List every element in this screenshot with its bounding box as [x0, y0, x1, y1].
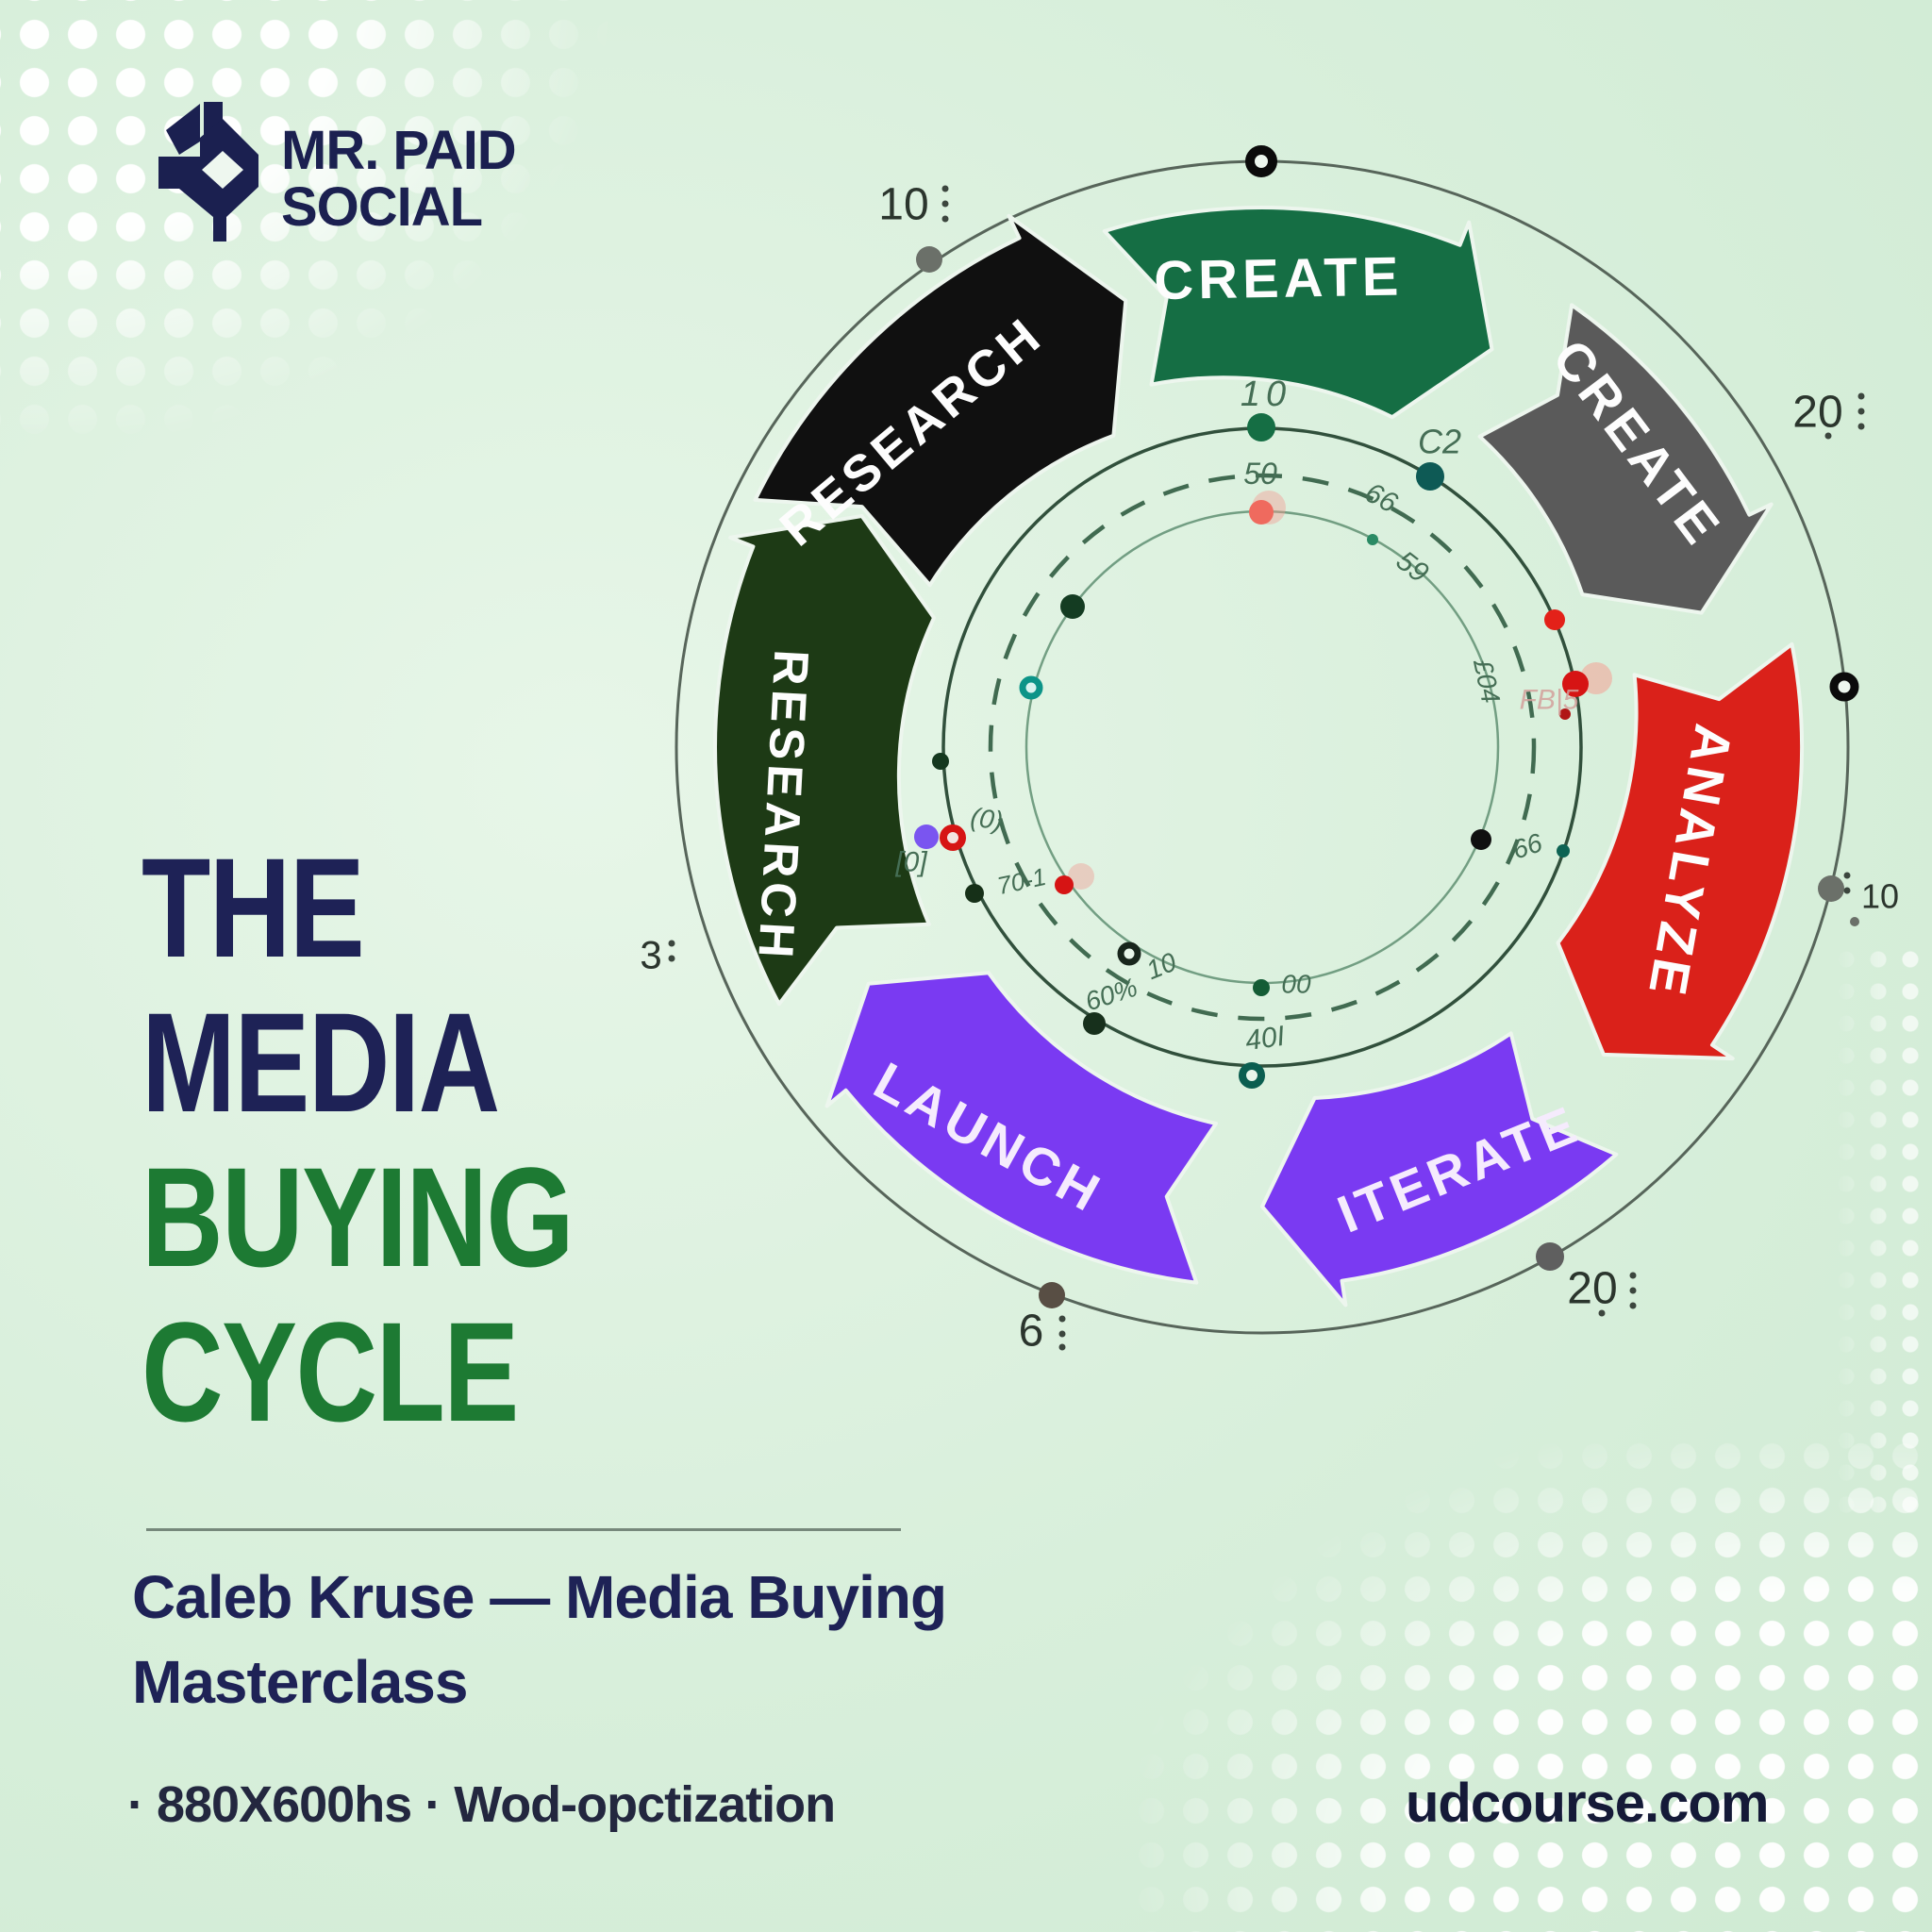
- tick-mark: [668, 955, 675, 962]
- innermost-ring: [1024, 509, 1500, 985]
- tick-mark: [1857, 408, 1865, 415]
- dot: [1471, 829, 1491, 850]
- brand-name-line1: MR. PAID: [281, 120, 517, 181]
- course-byline: Caleb Kruse — Media Buying Masterclass: [132, 1555, 1123, 1724]
- scribble-label: £04: [1468, 656, 1506, 706]
- scribble-label: 00: [1281, 970, 1311, 999]
- scribble-label: FB|5: [1520, 685, 1579, 716]
- tick-mark: [1058, 1343, 1066, 1351]
- dot: [1850, 917, 1859, 926]
- ring-number: 3: [640, 933, 661, 977]
- dot: [1416, 462, 1444, 491]
- arrow-create: [1102, 206, 1494, 420]
- dot: [1245, 145, 1277, 177]
- title-line-media: MEDIA: [142, 983, 500, 1141]
- arrow-research: [713, 514, 936, 1007]
- divider-line: [146, 1528, 901, 1531]
- mr-paid-social-logo-icon: [158, 102, 258, 242]
- brand-logo: MR. PAID SOCIAL: [143, 96, 517, 245]
- dot: [1544, 609, 1565, 630]
- tick-mark: [941, 185, 949, 192]
- dot: [1562, 671, 1589, 697]
- ring-number: 6: [1019, 1307, 1044, 1357]
- dot: [1019, 675, 1043, 700]
- arrow-label-create: CREATE: [1154, 245, 1404, 311]
- arrow-research: [753, 213, 1128, 588]
- dot: [1559, 708, 1571, 720]
- dot: [1249, 500, 1274, 525]
- dashed-ring: [988, 473, 1537, 1022]
- dot: [914, 824, 939, 849]
- tick-mark: [1058, 1315, 1066, 1323]
- byline-line2: Masterclass: [132, 1648, 468, 1716]
- dot: [940, 824, 966, 851]
- dot: [1536, 1242, 1564, 1271]
- brand-name-line2: SOCIAL: [281, 176, 483, 238]
- dot: [1117, 941, 1141, 966]
- dot: [916, 246, 942, 273]
- ring-number: 20: [1567, 1264, 1617, 1314]
- tick-mark: [1824, 432, 1832, 440]
- scribble-label: 66: [1508, 827, 1546, 864]
- scribble-label: (0): [969, 802, 1005, 835]
- tick-mark: [1629, 1272, 1637, 1279]
- poster-title: THE MEDIA BUYING CYCLE: [142, 828, 575, 1451]
- dot: [1239, 1062, 1265, 1089]
- tick-mark: [1058, 1330, 1066, 1338]
- arrow-launch: [824, 971, 1218, 1285]
- scribble-label: 59: [1391, 545, 1435, 590]
- specs-line: · 880X600hs · Wod-opctization: [127, 1776, 836, 1833]
- dot: [1829, 672, 1859, 702]
- scribble-label: [0]: [894, 847, 927, 878]
- dot: [1253, 979, 1270, 996]
- arrow-iterate: [1260, 1031, 1619, 1307]
- tick-mark: [1629, 1302, 1637, 1309]
- dot: [1039, 1282, 1065, 1308]
- dot: [965, 884, 984, 903]
- website-url: udcourse.com: [1406, 1773, 1769, 1834]
- tick-mark: [941, 215, 949, 223]
- scribble-label: 50: [1243, 457, 1277, 491]
- scribble-label: 40I: [1243, 1021, 1287, 1057]
- dot: [1060, 594, 1085, 619]
- title-line-the: THE: [142, 828, 365, 987]
- dot: [1068, 863, 1094, 890]
- scribble-label: C2: [1418, 423, 1461, 461]
- ring-number: 10: [1861, 877, 1899, 916]
- ring-number: 20: [1792, 388, 1842, 438]
- scribble-label: 10: [1241, 375, 1291, 414]
- tick-mark: [1629, 1287, 1637, 1294]
- dot: [1055, 875, 1074, 894]
- byline-line1: Caleb Kruse — Media Buying: [132, 1563, 947, 1631]
- dot: [1083, 1012, 1106, 1035]
- dot: [1557, 844, 1570, 858]
- dot: [1367, 534, 1378, 545]
- arrow-create: [1477, 303, 1774, 615]
- scribble-label: 60%: [1082, 973, 1141, 1017]
- arrow-analyze: [1556, 641, 1804, 1061]
- dot: [1247, 413, 1275, 441]
- title-line-cycle: CYCLE: [142, 1292, 519, 1451]
- scribble-label: 70-1: [994, 862, 1048, 900]
- title-line-buying: BUYING: [142, 1138, 575, 1296]
- tick-mark: [1857, 392, 1865, 400]
- ring-number: 10: [878, 180, 928, 230]
- dot: [1818, 875, 1844, 902]
- tick-mark: [1598, 1309, 1606, 1317]
- dot: [932, 753, 949, 770]
- tick-mark: [1843, 887, 1851, 894]
- tick-mark: [1843, 872, 1851, 879]
- tick-mark: [941, 200, 949, 208]
- tick-mark: [1857, 423, 1865, 430]
- tick-mark: [668, 940, 675, 947]
